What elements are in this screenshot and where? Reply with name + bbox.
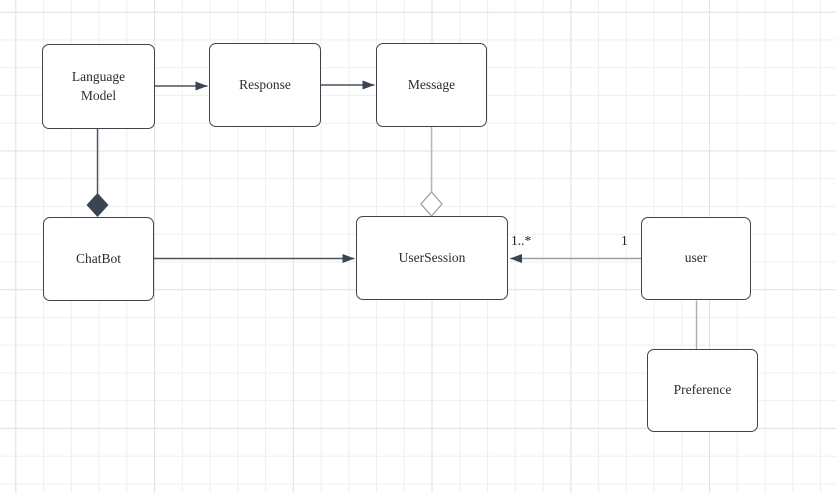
aggregation-diamond[interactable] <box>420 191 443 217</box>
node-label: Response <box>239 76 291 92</box>
multiplicity-label-user-end: 1 <box>621 233 628 248</box>
node-language-model[interactable]: Language Model <box>42 44 155 129</box>
node-label: ChatBot <box>75 250 121 266</box>
node-user[interactable]: user <box>641 217 751 300</box>
node-label: Preference <box>673 382 732 398</box>
node-usersession[interactable]: UserSession <box>356 216 508 300</box>
node-label: UserSession <box>398 249 466 265</box>
node-label: Language Model <box>71 68 126 103</box>
node-preference[interactable]: Preference <box>647 349 758 432</box>
node-label: Message <box>407 76 456 92</box>
node-chatbot[interactable]: ChatBot <box>43 217 154 301</box>
node-message[interactable]: Message <box>376 43 487 127</box>
node-label: user <box>684 250 708 266</box>
multiplicity-label-usersession-end: 1..* <box>511 233 532 248</box>
node-response[interactable]: Response <box>209 43 321 127</box>
composition-diamond[interactable] <box>86 193 109 217</box>
